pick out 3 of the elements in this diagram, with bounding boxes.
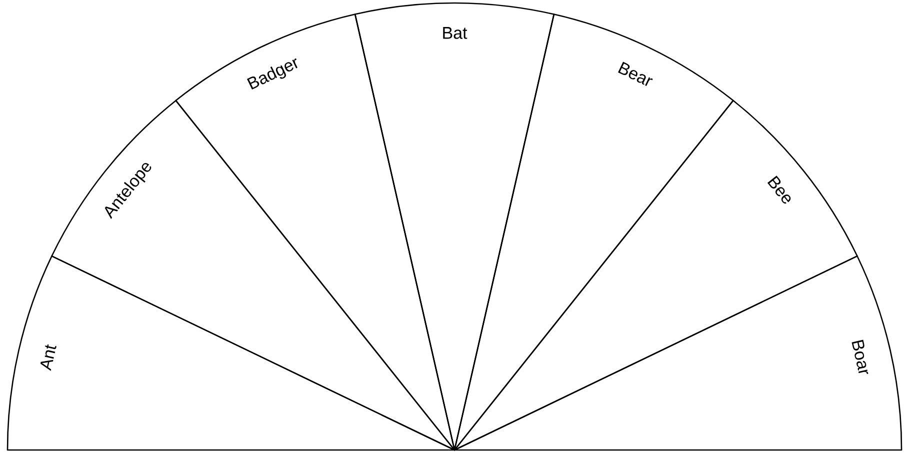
sector: Boar bbox=[454, 255, 902, 451]
sector: Bat bbox=[354, 2, 555, 451]
sector: Ant bbox=[6, 255, 456, 451]
